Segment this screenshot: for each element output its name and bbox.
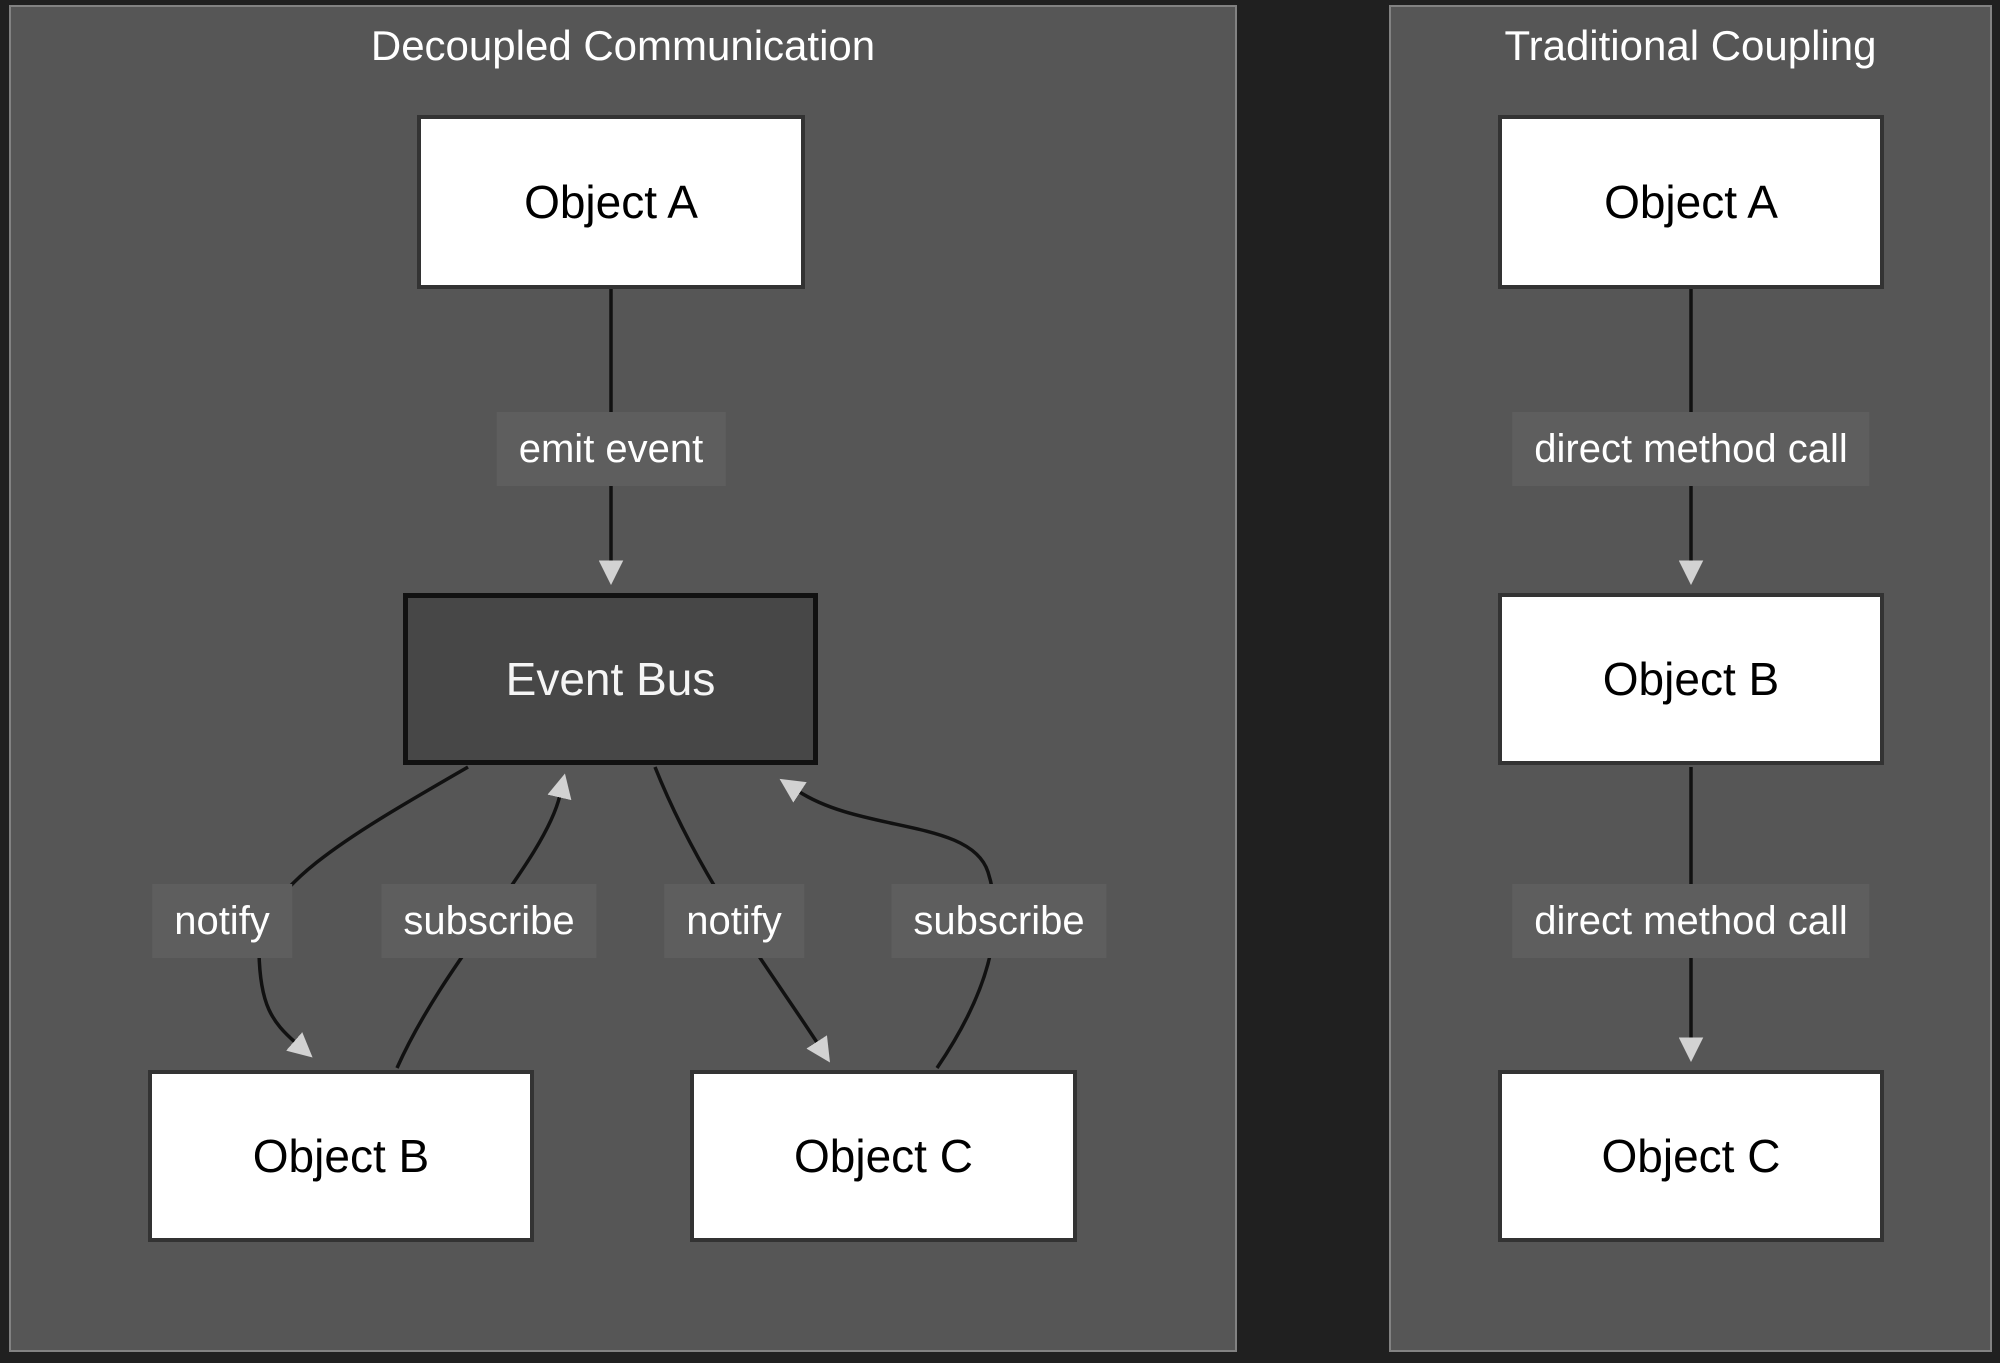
panel-title-traditional: Traditional Coupling xyxy=(1504,22,1877,69)
node-object-b-right: Object B xyxy=(1498,593,1884,765)
node-object-c-right: Object C xyxy=(1498,1070,1884,1242)
node-object-a-left: Object A xyxy=(417,115,805,289)
node-event-bus-label: Event Bus xyxy=(505,653,716,705)
node-object-a-right: Object A xyxy=(1498,115,1884,289)
edge-label-direct-call-2: direct method call xyxy=(1512,884,1870,958)
edge-label-notify-b: notify xyxy=(152,884,292,958)
edge-label-notify-c: notify xyxy=(664,884,804,958)
node-object-b-right-label: Object B xyxy=(1602,653,1780,705)
node-object-a-left-label: Object A xyxy=(524,176,698,228)
panel-title-decoupled: Decoupled Communication xyxy=(370,22,876,69)
node-object-c-left: Object C xyxy=(690,1070,1077,1242)
node-object-c-left-label: Object C xyxy=(794,1130,973,1182)
node-event-bus: Event Bus xyxy=(403,593,818,765)
edge-label-emit-event: emit event xyxy=(496,412,726,486)
edge-label-subscribe-c: subscribe xyxy=(891,884,1107,958)
node-object-b-left-label: Object B xyxy=(252,1130,430,1182)
node-object-c-right-label: Object C xyxy=(1601,1130,1781,1182)
edge-label-direct-call-1: direct method call xyxy=(1512,412,1870,486)
node-object-b-left: Object B xyxy=(148,1070,534,1242)
edge-label-subscribe-b: subscribe xyxy=(381,884,597,958)
node-object-a-right-label: Object A xyxy=(1604,176,1778,228)
